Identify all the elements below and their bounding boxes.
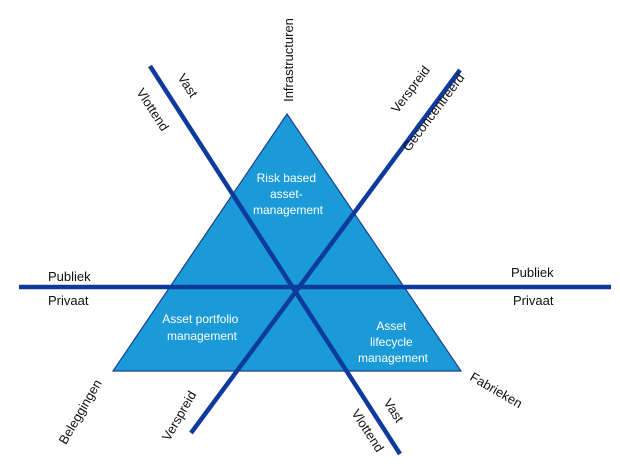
segment-asset-lifecycle-management: Asset lifecycle management — [358, 319, 429, 365]
label-right-privaat: Privaat — [513, 293, 554, 308]
label-beleggingen: Beleggingen — [56, 377, 105, 447]
diagonal-axis-line-vast-vlottend — [148, 64, 402, 456]
segment-risk-line-2: asset- — [270, 187, 303, 201]
central-triangle — [111, 112, 463, 372]
label-bottom-right-vlottend: Vlottend — [348, 406, 387, 454]
segment-portfolio-line-1: Asset portfolio — [162, 312, 238, 326]
segment-risk-based-asset-management: Risk based asset- management — [253, 171, 324, 217]
label-left-publiek: Publiek — [48, 269, 91, 284]
label-left-privaat: Privaat — [48, 293, 89, 308]
label-bottom-left-verspreid: Verspreid — [159, 388, 199, 443]
label-infrastructuren: Infrastructuren — [281, 18, 296, 102]
label-bottom-right-vast: Vast — [381, 396, 407, 426]
label-top-left-vast: Vast — [175, 71, 201, 101]
segment-lifecycle-line-3: management — [358, 351, 429, 365]
segment-asset-portfolio-management: Asset portfolio management — [162, 312, 241, 343]
segment-lifecycle-line-2: lifecycle — [370, 335, 413, 349]
segment-portfolio-line-2: management — [167, 329, 238, 343]
diagonal-axis-line-verspreid-geconcentreerd — [189, 68, 462, 435]
label-fabrieken: Fabrieken — [467, 369, 525, 411]
segment-risk-line-1: Risk based — [257, 171, 316, 185]
label-right-publiek: Publiek — [511, 265, 554, 280]
segment-lifecycle-line-1: Asset — [376, 319, 407, 333]
segment-risk-line-3: management — [253, 203, 324, 217]
